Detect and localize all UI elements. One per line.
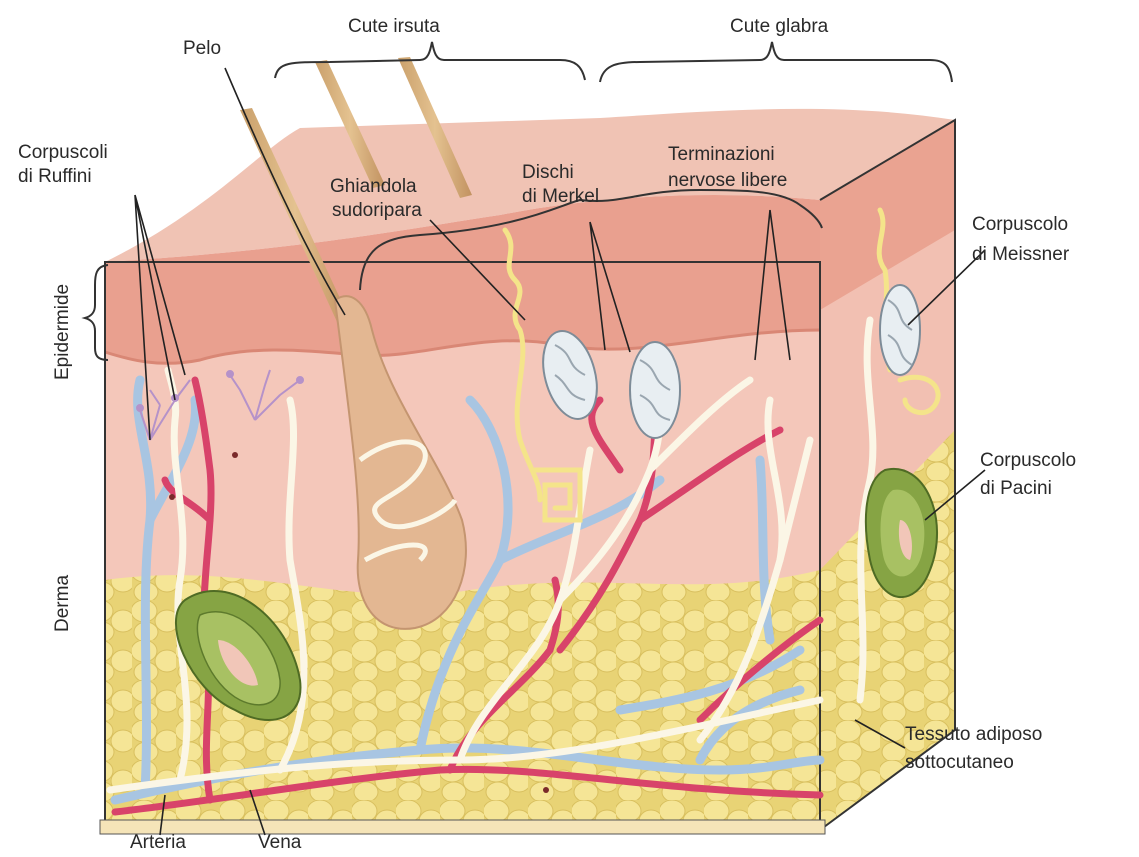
label-tessuto-line2: sottocutaneo bbox=[905, 752, 1014, 774]
meissner-corpuscle bbox=[880, 285, 920, 375]
label-pacini-line2: di Pacini bbox=[980, 478, 1052, 500]
label-ghiandola-line2: sudoripara bbox=[332, 200, 422, 222]
label-terminazioni-line2: nervose libere bbox=[668, 170, 787, 192]
bracket-cute-glabra bbox=[600, 42, 952, 82]
label-derma: Derma bbox=[52, 575, 74, 632]
label-dischi-line1: Dischi bbox=[522, 162, 574, 184]
label-pelo: Pelo bbox=[183, 38, 221, 60]
label-arteria: Arteria bbox=[130, 832, 186, 854]
label-dischi-line2: di Merkel bbox=[522, 186, 599, 208]
label-cute-irsuta: Cute irsuta bbox=[348, 16, 440, 38]
label-meissner-line2: di Meissner bbox=[972, 244, 1069, 266]
label-vena: Vena bbox=[258, 832, 301, 854]
label-ghiandola-line1: Ghiandola bbox=[330, 176, 417, 198]
label-pacini-line1: Corpuscolo bbox=[980, 450, 1076, 472]
base-plate bbox=[100, 820, 825, 834]
label-meissner-line1: Corpuscolo bbox=[972, 214, 1068, 236]
label-cute-glabra: Cute glabra bbox=[730, 16, 828, 38]
label-tessuto-line1: Tessuto adiposo bbox=[905, 724, 1042, 746]
label-corpuscoli-ruffini-line1: Corpuscoli bbox=[18, 142, 108, 164]
label-corpuscoli-ruffini-line2: di Ruffini bbox=[18, 166, 92, 188]
label-epidermide: Epidermide bbox=[52, 284, 74, 380]
label-terminazioni-line1: Terminazioni bbox=[668, 144, 775, 166]
